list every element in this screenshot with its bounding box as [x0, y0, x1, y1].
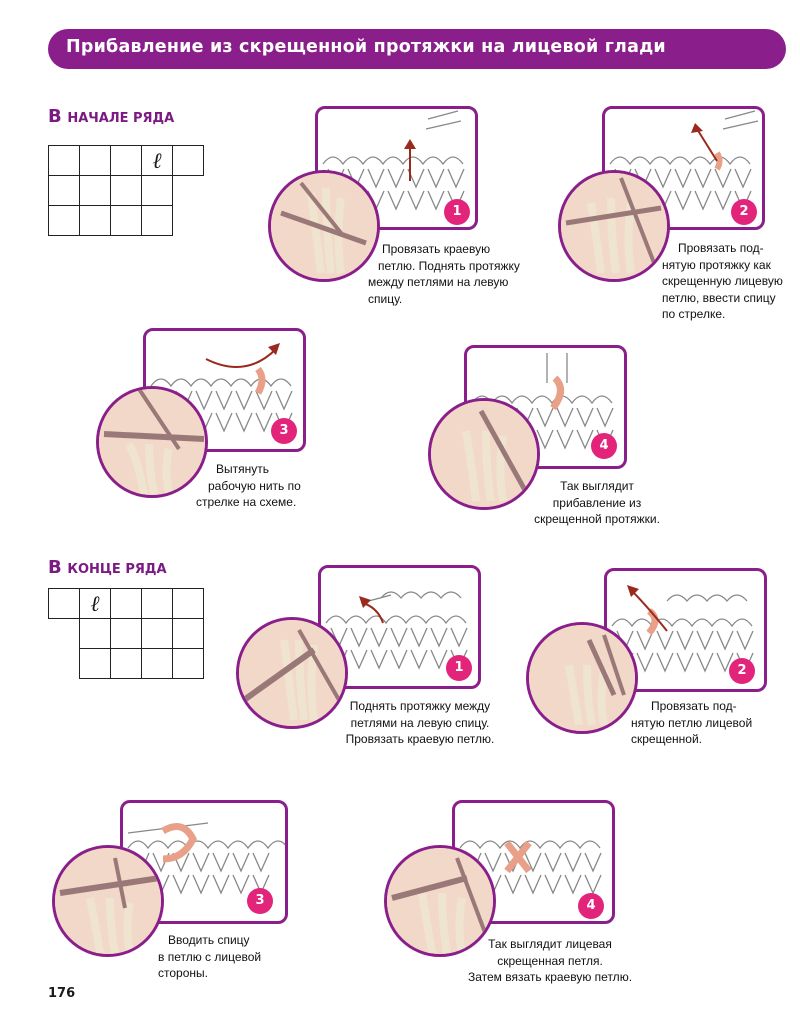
chart-loop-symbol: ℓ [141, 145, 173, 176]
step-badge-end-1: 1 [446, 655, 472, 681]
chart-loop-symbol: ℓ [79, 588, 111, 619]
step-caption-end-3: Вводить спицу в петлю с лицевой стороны. [158, 932, 278, 982]
step-caption-end-1: Поднять протяжку между петлями на левую … [335, 698, 505, 748]
page-title: Прибавление из скрещенной протяжки на ли… [66, 37, 666, 57]
caption-line: по стрелке. [662, 307, 726, 321]
step-badge-end-3: 3 [247, 888, 273, 914]
caption-line: прибавление из [552, 495, 642, 510]
step-caption-end-4: Так выглядит лицевая скрещенная петля. З… [455, 936, 645, 986]
caption-line: Провязать краевую петлю. [345, 732, 495, 746]
caption-line: стрелке на схеме. [196, 495, 297, 509]
step-caption-start-1: Провязать краевую петлю. Поднять протяжк… [368, 241, 543, 307]
step-photo-start-2 [558, 170, 670, 282]
step-badge-end-2: 2 [729, 658, 755, 684]
page-number: 176 [48, 986, 76, 1001]
caption-line: скрещенную лицевую [662, 274, 783, 288]
step-caption-start-4: Так выглядит прибавление из скрещенной п… [527, 478, 667, 528]
caption-line: Затем вязать краевую петлю. [467, 970, 633, 984]
step-photo-end-2 [526, 622, 638, 734]
section-heading-start: В НАЧАЛЕ РЯДА [48, 106, 174, 127]
stitch-chart-end: ℓ [48, 588, 204, 679]
caption-line: Вытянуть [216, 462, 269, 476]
step-photo-end-4 [384, 845, 496, 957]
step-photo-start-4 [428, 398, 540, 510]
caption-line: скрещенной протяжки. [534, 512, 660, 526]
caption-line: между петлями на левую [368, 275, 509, 289]
caption-line: петлю. Поднять протяжку [378, 258, 520, 273]
caption-line: Так выглядит лицевая [488, 937, 612, 951]
step-photo-start-3 [96, 386, 208, 498]
step-badge-start-3: 3 [271, 418, 297, 444]
section-heading-end-initial: В [48, 557, 62, 578]
caption-line: в петлю с лицевой [158, 949, 262, 964]
step-photo-start-1 [268, 170, 380, 282]
caption-line: скрещенная петля. [497, 953, 603, 968]
caption-line: Провязать краевую [382, 242, 491, 256]
caption-line: Провязать под- [651, 699, 737, 713]
caption-line: петлями на левую спицу. [350, 715, 490, 730]
caption-line: спицу. [368, 291, 403, 306]
step-caption-start-3: Вытянуть рабочую нить по стрелке на схем… [196, 461, 316, 511]
step-badge-start-1: 1 [444, 199, 470, 225]
caption-line: рабочую нить по [208, 478, 301, 493]
section-heading-end: В КОНЦЕ РЯДА [48, 557, 167, 578]
header-bar [48, 29, 786, 69]
section-heading-end-rest: КОНЦЕ РЯДА [67, 562, 167, 577]
step-photo-end-3 [52, 845, 164, 957]
step-badge-end-4: 4 [578, 893, 604, 919]
caption-line: стороны. [158, 966, 208, 980]
step-badge-start-2: 2 [731, 199, 757, 225]
caption-line: Вводить спицу [168, 933, 250, 947]
caption-line: нятую протяжку как [662, 257, 771, 272]
caption-line: скрещенной. [631, 732, 702, 746]
section-heading-start-rest: НАЧАЛЕ РЯДА [67, 111, 175, 126]
section-heading-start-initial: В [48, 106, 62, 127]
caption-line: Поднять протяжку между [349, 699, 491, 713]
step-caption-start-2: Провязать под- нятую протяжку как скреще… [662, 240, 792, 323]
caption-line: Так выглядит [560, 479, 634, 493]
step-caption-end-2: Провязать под- нятую петлю лицевой скрещ… [631, 698, 771, 748]
caption-line: Провязать под- [678, 241, 764, 255]
caption-line: петлю, ввести спицу [662, 290, 776, 305]
step-badge-start-4: 4 [591, 433, 617, 459]
caption-line: нятую петлю лицевой [631, 715, 753, 730]
stitch-chart-start: ℓ [48, 145, 204, 236]
step-photo-end-1 [236, 617, 348, 729]
